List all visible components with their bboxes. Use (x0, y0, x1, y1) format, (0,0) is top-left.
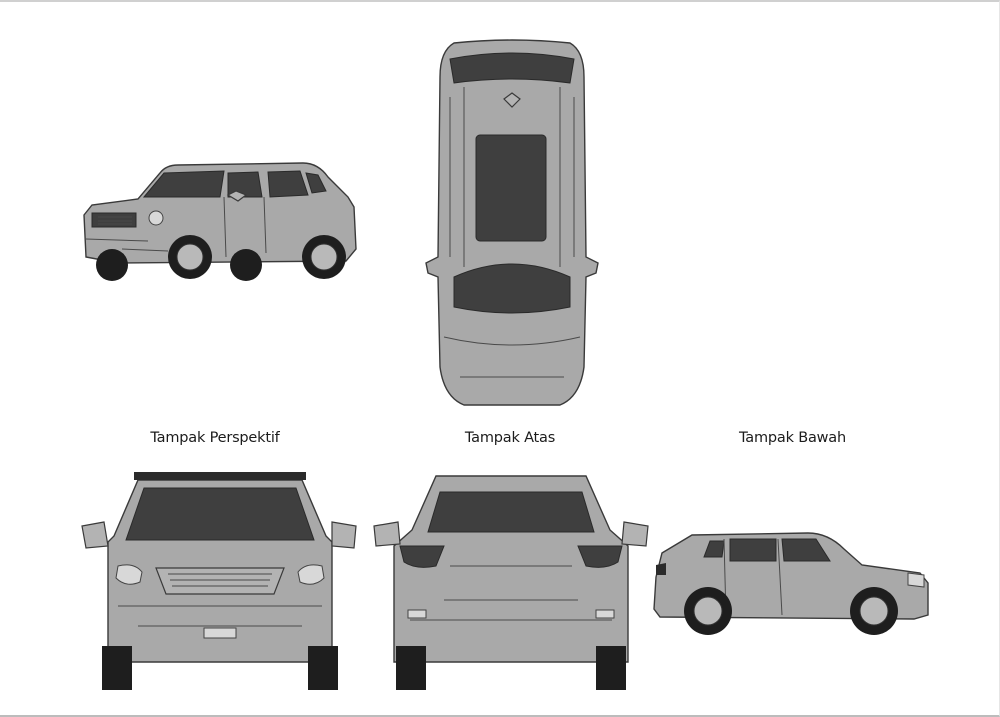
label-top: Tampak Atas (464, 430, 556, 446)
perspective-view-drawing (78, 157, 363, 287)
label-perspective: Tampak Perspektif (150, 430, 280, 446)
front-view-drawing (78, 470, 362, 698)
top-view-drawing (420, 37, 605, 409)
side-view-drawing (652, 527, 932, 639)
label-bottom: Tampak Bawah (739, 430, 846, 446)
rear-view-drawing (370, 470, 652, 698)
